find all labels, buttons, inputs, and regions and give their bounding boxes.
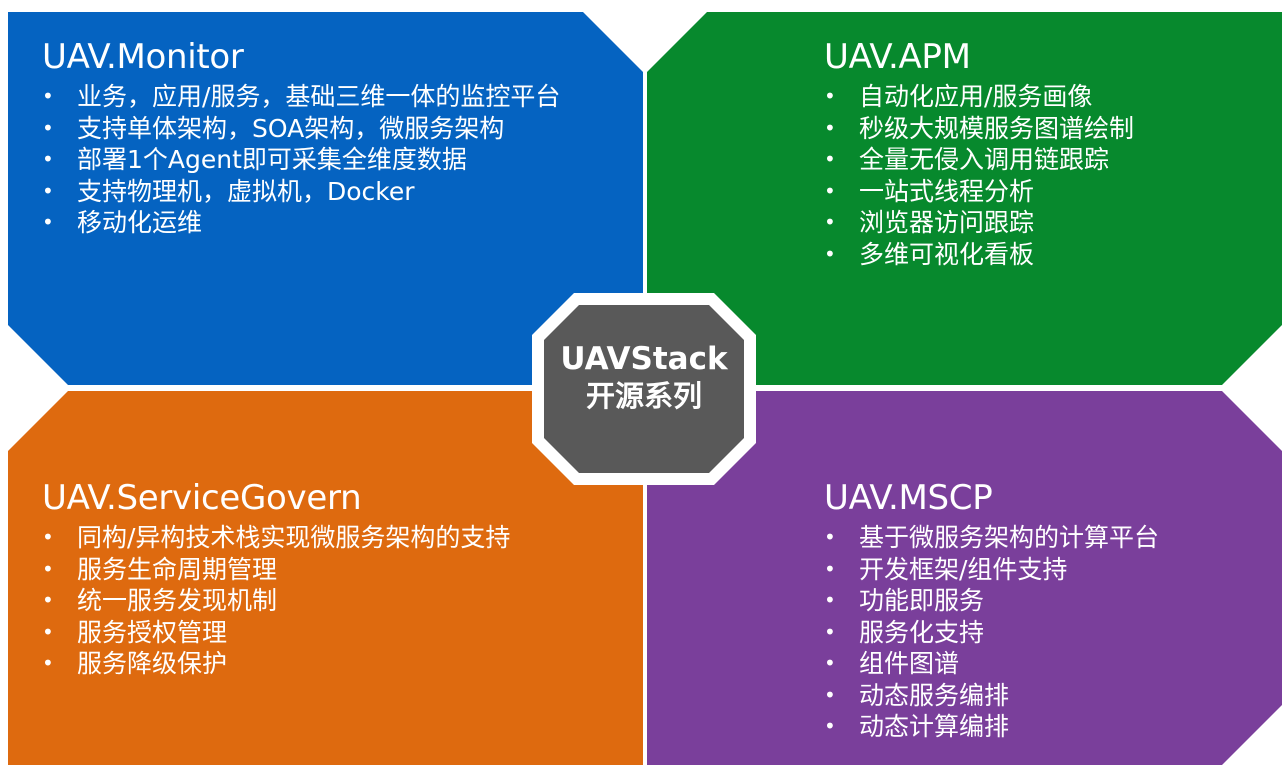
list-item: 全量无侵入调用链跟踪 (824, 144, 1134, 176)
list-item: 多维可视化看板 (824, 239, 1134, 271)
service-govern-section: UAV.ServiceGovern 同构/异构技术栈实现微服务架构的支持服务生命… (42, 478, 510, 680)
list-item: 服务生命周期管理 (42, 554, 510, 586)
list-item: 功能即服务 (824, 585, 1159, 617)
list-item: 支持单体架构，SOA架构，微服务架构 (42, 113, 560, 145)
mscp-section: UAV.MSCP 基于微服务架构的计算平台开发框架/组件支持功能即服务服务化支持… (824, 478, 1159, 743)
monitor-feature-list: 业务，应用/服务，基础三维一体的监控平台支持单体架构，SOA架构，微服务架构部署… (42, 81, 560, 239)
center-label: UAVStack 开源系列 (551, 340, 737, 414)
mscp-title: UAV.MSCP (824, 478, 993, 518)
list-item: 开发框架/组件支持 (824, 554, 1159, 586)
center-badge (544, 305, 744, 473)
apm-feature-list: 自动化应用/服务画像秒级大规模服务图谱绘制全量无侵入调用链跟踪一站式线程分析浏览… (824, 81, 1134, 270)
list-item: 基于微服务架构的计算平台 (824, 522, 1159, 554)
list-item: 浏览器访问跟踪 (824, 207, 1134, 239)
list-item: 移动化运维 (42, 207, 560, 239)
list-item: 业务，应用/服务，基础三维一体的监控平台 (42, 81, 560, 113)
center-label-line2: 开源系列 (585, 379, 702, 413)
list-item: 服务降级保护 (42, 648, 510, 680)
list-item: 同构/异构技术栈实现微服务架构的支持 (42, 522, 510, 554)
list-item: 动态服务编排 (824, 680, 1159, 712)
apm-section: UAV.APM 自动化应用/服务画像秒级大规模服务图谱绘制全量无侵入调用链跟踪一… (824, 37, 1134, 270)
service-govern-feature-list: 同构/异构技术栈实现微服务架构的支持服务生命周期管理统一服务发现机制服务授权管理… (42, 522, 510, 680)
list-item: 自动化应用/服务画像 (824, 81, 1134, 113)
list-item: 秒级大规模服务图谱绘制 (824, 113, 1134, 145)
monitor-title: UAV.Monitor (42, 37, 244, 77)
list-item: 一站式线程分析 (824, 176, 1134, 208)
apm-title: UAV.APM (824, 37, 971, 77)
list-item: 组件图谱 (824, 648, 1159, 680)
list-item: 统一服务发现机制 (42, 585, 510, 617)
mscp-feature-list: 基于微服务架构的计算平台开发框架/组件支持功能即服务服务化支持组件图谱动态服务编… (824, 522, 1159, 743)
list-item: 服务化支持 (824, 617, 1159, 649)
monitor-section: UAV.Monitor 业务，应用/服务，基础三维一体的监控平台支持单体架构，S… (42, 37, 560, 239)
center-label-line1: UAVStack (560, 341, 728, 377)
list-item: 部署1个Agent即可采集全维度数据 (42, 144, 560, 176)
list-item: 服务授权管理 (42, 617, 510, 649)
list-item: 动态计算编排 (824, 711, 1159, 743)
list-item: 支持物理机，虚拟机，Docker (42, 176, 560, 208)
service-govern-title: UAV.ServiceGovern (42, 478, 362, 518)
